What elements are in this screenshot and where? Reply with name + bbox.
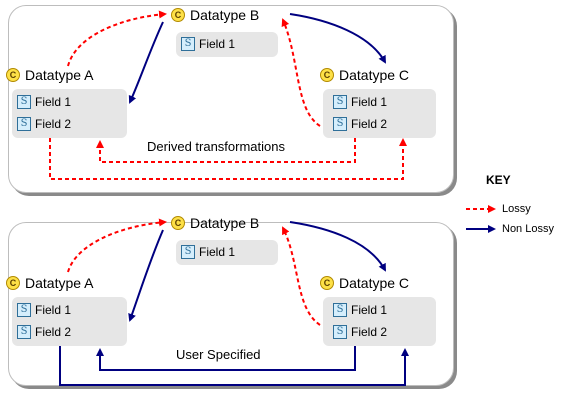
lossy-arrow-a-to-b [67,218,167,273]
field-icon: S [333,325,347,339]
lossy-arrow-c-to-b [281,18,321,127]
field-icon: S [181,245,195,259]
datatype-b-title: C Datatype B [171,215,259,231]
field-icon: S [181,37,195,51]
field-label: Field 1 [199,37,236,51]
field-row: S Field 1 [333,95,387,109]
class-icon: C [320,68,334,82]
datatype-a-name: Datatype A [25,67,94,83]
legend-key: KEY Lossy Non Lossy [462,167,570,245]
datatype-a-title: C Datatype A [6,67,94,83]
class-icon: C [6,68,20,82]
panel-caption: Derived transformations [147,139,285,154]
datatype-c-title: C Datatype C [320,67,409,83]
field-row: S Field 1 [333,303,387,317]
class-icon: C [320,276,334,290]
field-row: S Field 2 [17,117,71,131]
datatype-a-fields [12,89,127,138]
panel-caption: User Specified [176,347,261,362]
lossy-arrow-c-to-b [282,226,321,326]
field-label: Field 2 [35,117,72,131]
non-lossy-arrow-b-to-a [128,229,164,322]
datatype-c-title: C Datatype C [320,275,409,291]
non-lossy-arrow-b-to-c [289,13,386,64]
lossy-arrow-a-to-b [67,10,167,67]
field-label: Field 2 [35,325,72,339]
field-label: Field 1 [351,95,388,109]
field-icon: S [17,303,31,317]
field-label: Field 2 [351,325,388,339]
field-row: S Field 1 [181,37,235,51]
class-icon: C [171,216,185,230]
class-icon: C [6,276,20,290]
datatype-a-fields [12,297,127,346]
field-label: Field 2 [351,117,388,131]
datatype-c-name: Datatype C [339,275,410,291]
non-lossy-arrow-b-to-c [289,221,386,272]
field-row: S Field 2 [333,117,387,131]
field-icon: S [333,117,347,131]
field-label: Field 1 [35,95,72,109]
datatype-a-name: Datatype A [25,275,94,291]
datatype-c-name: Datatype C [339,67,410,83]
field-row: S Field 2 [333,325,387,339]
non-lossy-arrow-c-to-a [96,346,356,371]
field-row: S Field 1 [17,95,71,109]
datatype-b-name: Datatype B [190,215,260,231]
key-non-lossy-label: Non Lossy [502,223,554,235]
key-title: KEY [486,173,511,187]
field-icon: S [17,325,31,339]
datatype-b-title: C Datatype B [171,7,259,23]
class-icon: C [171,8,185,22]
non-lossy-arrow-a-to-c [59,346,409,386]
key-lossy-label: Lossy [502,203,531,215]
field-row: S Field 1 [181,245,235,259]
field-label: Field 1 [35,303,72,317]
field-row: S Field 2 [17,325,71,339]
field-label: Field 1 [199,245,236,259]
datatype-b-name: Datatype B [190,7,260,23]
field-icon: S [333,303,347,317]
lossy-arrow-a-to-c [49,138,407,180]
field-label: Field 1 [351,303,388,317]
non-lossy-arrow-b-to-a [128,21,164,104]
field-icon: S [333,95,347,109]
field-row: S Field 1 [17,303,71,317]
lossy-arrow-c-to-a [96,138,356,163]
field-icon: S [17,95,31,109]
datatype-a-title: C Datatype A [6,275,94,291]
field-icon: S [17,117,31,131]
